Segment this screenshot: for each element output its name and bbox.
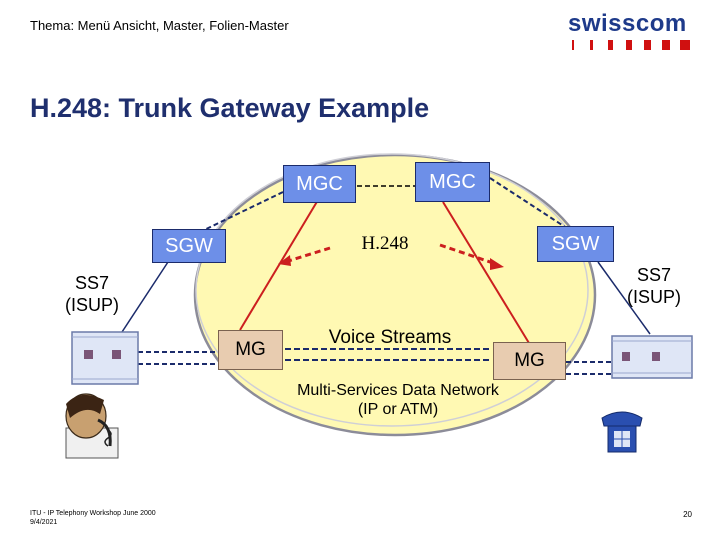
sgw-box-left: SGW [152, 229, 226, 263]
footer-date: 9/4/2021 [30, 519, 58, 526]
mgc-sgw-link-left [199, 191, 284, 233]
mgc-box-right: MGC [415, 162, 490, 202]
h248-arrow-left [284, 246, 331, 264]
mgc-mg-line-left [239, 199, 319, 331]
voice-streams-label: Voice Streams [328, 327, 452, 348]
mg-box-right: MG [493, 342, 566, 380]
sgw-label-right: SGW [551, 232, 600, 255]
ss7-label-left-line1: SS7 [74, 273, 110, 293]
logo-bars-icon [572, 40, 690, 50]
slide-title: H.248: Trunk Gateway Example [30, 93, 430, 123]
mgc-sgw-link-right [489, 177, 586, 241]
mg-box-left: MG [218, 330, 283, 370]
exchange-icon-right [611, 335, 693, 379]
footer-event: ITU - IP Telephony Workshop June 2000 [30, 510, 156, 517]
header-topic: Thema: Menü Ansicht, Master, Folien-Mast… [30, 18, 289, 33]
ss7-label-right-line2: (ISUP) [627, 287, 681, 307]
mg-label-right: MG [514, 350, 545, 371]
person-phone-icon [65, 393, 119, 459]
sgw-label-left: SGW [165, 234, 213, 257]
protocol-label: H.248 [361, 233, 409, 254]
page-number: 20 [683, 510, 692, 519]
network-label: Multi-Services Data Network (IP or ATM) [258, 381, 538, 419]
network-label-line2: (IP or ATM) [357, 401, 439, 418]
ss7-link-left [121, 261, 169, 333]
ss7-link-right [597, 261, 651, 335]
mgc-box-left: MGC [283, 165, 356, 203]
logo-text: swisscom [568, 10, 687, 37]
sgw-box-right: SGW [537, 226, 614, 262]
mg-label-left: MG [235, 339, 266, 360]
mgc-mg-line-right [442, 201, 533, 349]
ss7-label-right-line1: SS7 [636, 265, 672, 285]
swisscom-logo: swisscom [568, 10, 700, 50]
ss7-label-left-line2: (ISUP) [65, 295, 119, 315]
telephone-icon [601, 411, 643, 453]
footer-left: ITU - IP Telephony Workshop June 2000 9/… [30, 509, 156, 527]
mgc-label-right: MGC [429, 170, 476, 193]
exchange-icon-left [71, 331, 139, 385]
ss7-label-left: SS7 (ISUP) [52, 272, 132, 316]
network-label-line1: Multi-Services Data Network [297, 382, 499, 399]
mgc-label-left: MGC [296, 172, 343, 195]
ss7-label-right: SS7 (ISUP) [612, 264, 696, 308]
